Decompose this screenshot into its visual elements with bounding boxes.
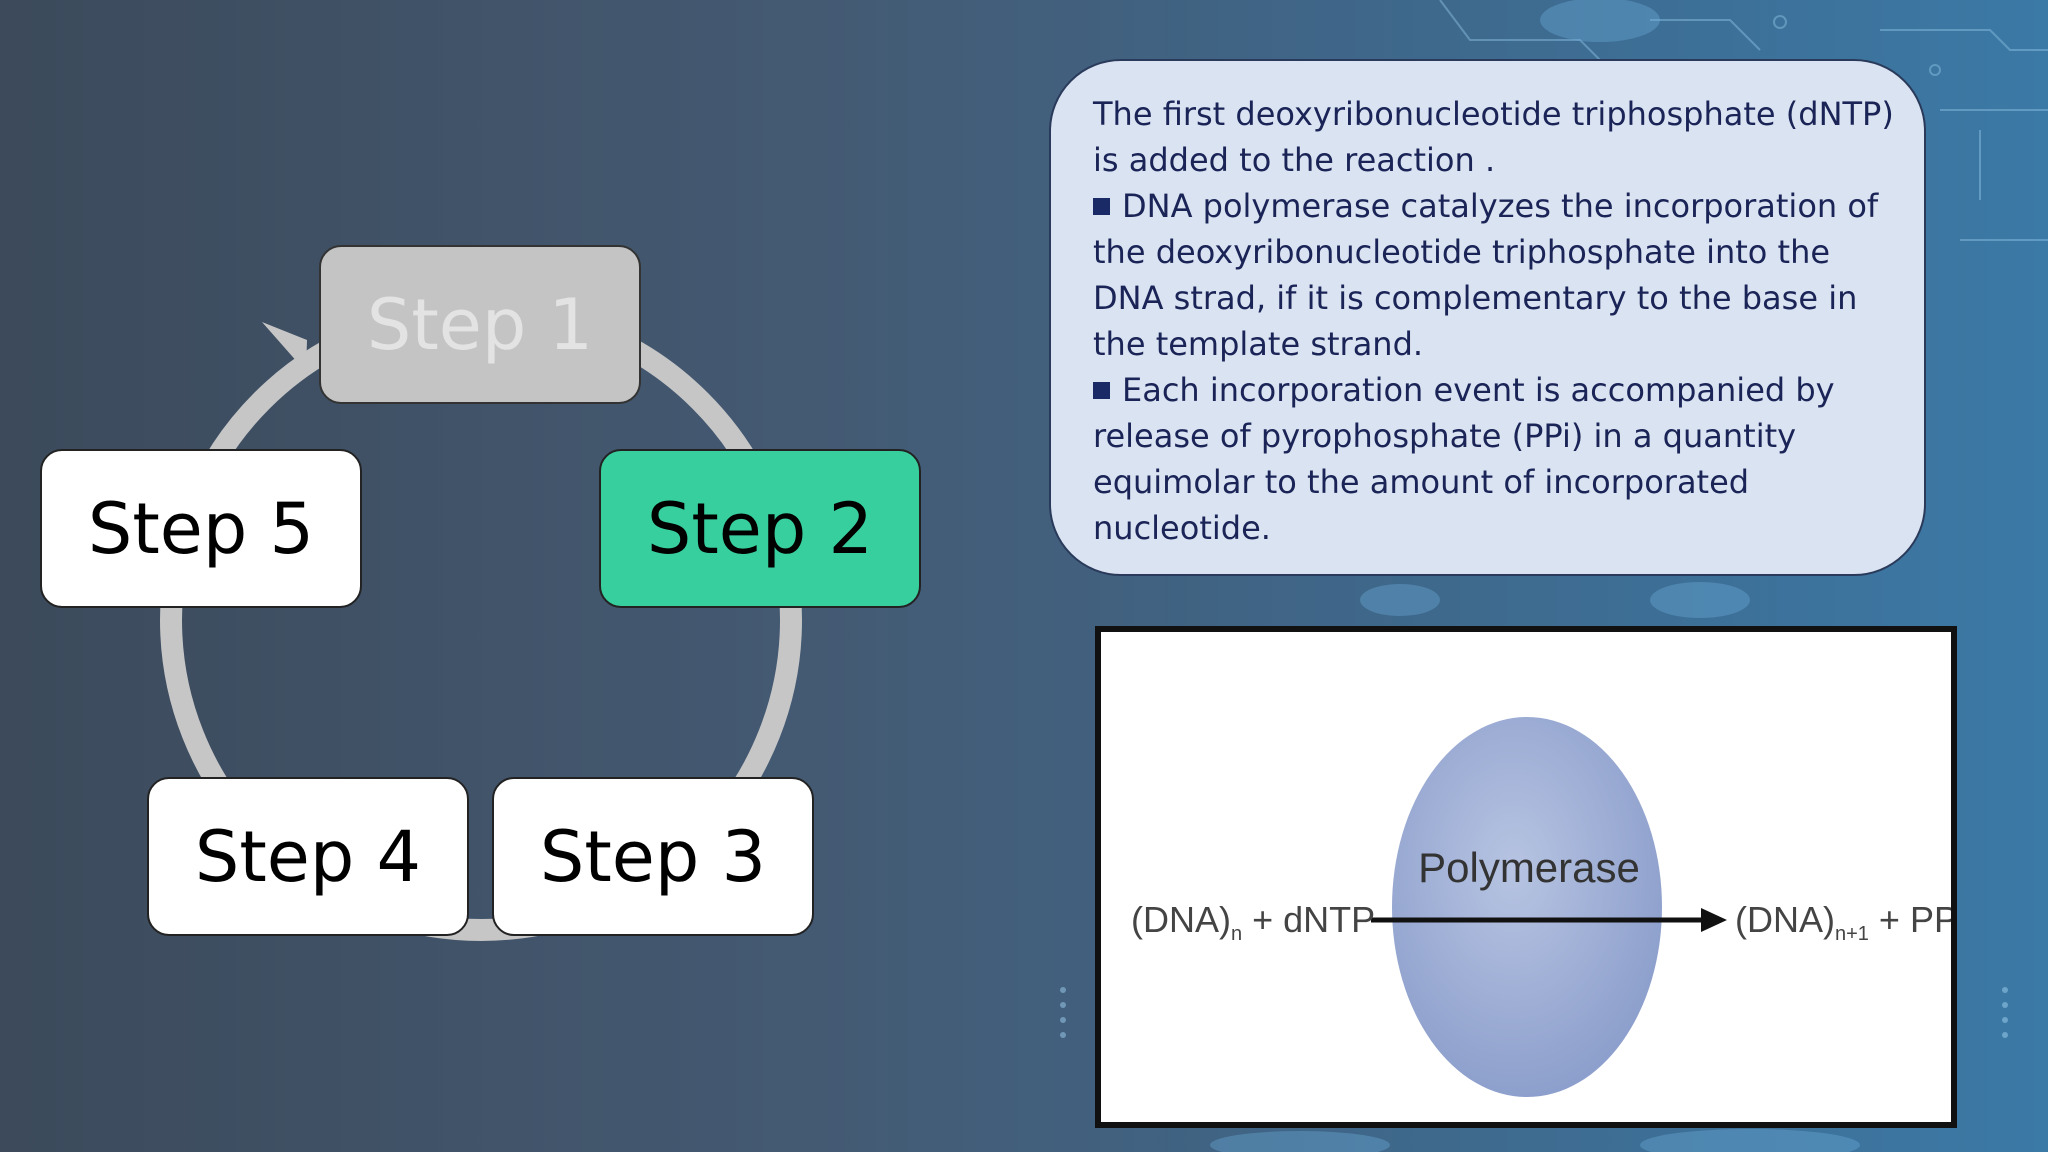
step-5-box: Step 5 [40,449,362,608]
reaction-arrowhead-icon [1701,908,1727,932]
step-3-label: Step 3 [539,815,767,898]
step-4-label: Step 4 [194,815,422,898]
products-text: (DNA)n+1 + PPi [1735,899,1951,945]
enzyme-label: Polymerase [1418,844,1640,891]
cycle-arrowhead-icon [262,322,307,372]
panel-bullet-1: DNA polymerase catalyzes the incorporati… [1093,183,1894,367]
step-1-label: Step 1 [366,283,594,366]
reactants-text: (DNA)n + dNTP [1131,899,1375,945]
step-2-label: Step 2 [646,487,874,570]
step-3-box: Step 3 [492,777,814,936]
step-4-box: Step 4 [147,777,469,936]
step-2-box: Step 2 [599,449,921,608]
step-cycle-diagram: Step 1 Step 2 Step 3 Step 4 Step 5 [0,0,1000,1152]
polymerase-blob [1392,717,1662,1097]
square-bullet-icon [1093,382,1110,399]
square-bullet-icon [1093,198,1110,215]
step-5-label: Step 5 [87,487,315,570]
info-panel: The first deoxyribonucleotide triphospha… [1049,59,1926,576]
panel-bullet-2-text: Each incorporation event is accompanied … [1093,371,1835,547]
panel-bullet-1-text: DNA polymerase catalyzes the incorporati… [1093,187,1879,363]
panel-intro: The first deoxyribonucleotide triphospha… [1093,95,1894,179]
step-1-box: Step 1 [319,245,641,404]
panel-bullet-2: Each incorporation event is accompanied … [1093,367,1894,551]
reaction-figure: Polymerase (DNA)n + dNTP (DNA)n+1 + PPi [1095,626,1957,1128]
